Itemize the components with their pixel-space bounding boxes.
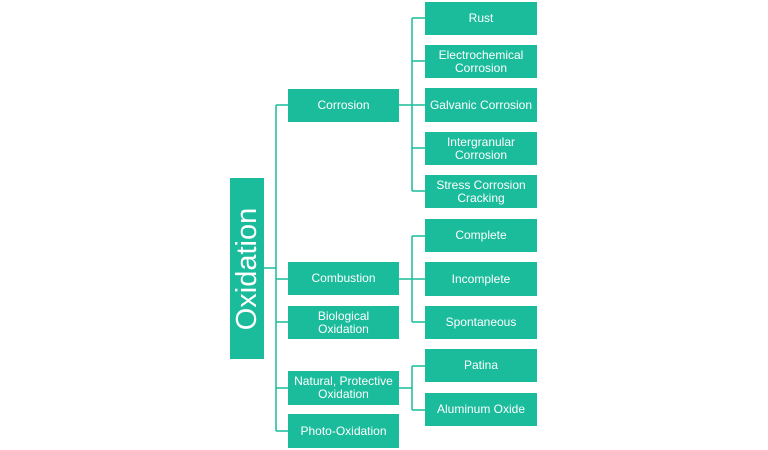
node-corrosion: Corrosion [288,89,399,122]
connector-natural-protective [399,365,425,411]
connector-corrosion [399,17,425,192]
root-node: Oxidation [230,178,264,359]
node-rust: Rust [425,2,537,35]
node-combustion: Combustion [288,262,399,295]
node-photo-oxidation: Photo-Oxidation [288,414,399,448]
connector-combustion [399,235,425,323]
node-intergranular-corrosion: Intergranular Corrosion [425,132,537,165]
node-complete: Complete [425,219,537,252]
node-stress-corrosion-cracking: Stress Corrosion Cracking [425,175,537,208]
connector-root [264,104,288,432]
node-galvanic-corrosion: Galvanic Corrosion [425,88,537,122]
node-aluminum-oxide: Aluminum Oxide [425,393,537,426]
root-label: Oxidation [231,207,263,330]
node-natural-protective-oxidation: Natural, Protective Oxidation [288,371,399,405]
node-spontaneous: Spontaneous [425,306,537,339]
node-patina: Patina [425,349,537,382]
node-incomplete: Incomplete [425,262,537,296]
node-electrochemical-corrosion: Electrochemical Corrosion [425,45,537,78]
node-biological-oxidation: Biological Oxidation [288,306,399,339]
